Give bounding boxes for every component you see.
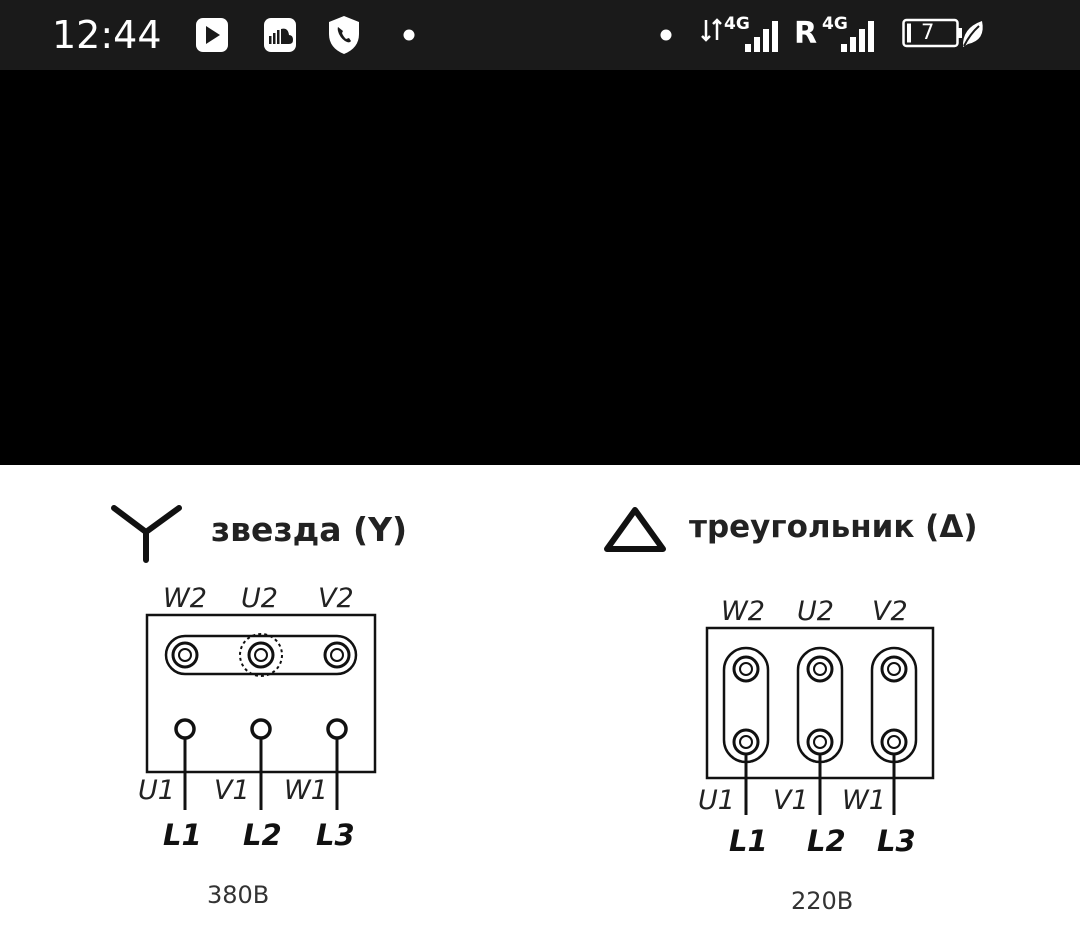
signal-icon [745, 21, 778, 52]
star-symbol-icon [111, 505, 182, 563]
delta-top-label-u2: U2 [797, 596, 834, 627]
star-title: звезда (Y) [211, 510, 407, 549]
star-jumper-bar [164, 634, 358, 676]
star-line-label-l2: L2 [243, 818, 282, 852]
star-line-label-l1: L1 [163, 818, 202, 852]
network-type-label: 4G [724, 14, 750, 34]
delta-bottom-label-u1: U1 [698, 785, 735, 816]
star-line-label-l3: L3 [316, 818, 355, 852]
delta-terminal-v1 [806, 728, 834, 815]
star-top-label-v2: V2 [318, 583, 354, 614]
delta-top-label-w2: W2 [721, 596, 765, 627]
star-bottom-label-v1: V1 [214, 775, 250, 806]
status-bar: 12:44 4G R 4G [0, 0, 1080, 70]
battery-icon [902, 18, 962, 48]
play-store-icon [196, 18, 228, 52]
dot-icon [660, 29, 672, 41]
delta-terminal-w2 [732, 655, 760, 683]
delta-line-label-l3: L3 [877, 824, 916, 858]
shield-phone-icon [329, 16, 359, 54]
star-terminal-u1 [174, 718, 196, 810]
data-arrows-icon [701, 18, 722, 42]
leaf-icon [962, 21, 983, 47]
delta-bottom-label-w1: W1 [842, 785, 886, 816]
star-bottom-label-w1: W1 [284, 775, 328, 806]
signal-icon [841, 21, 874, 52]
delta-bottom-label-v1: V1 [773, 785, 809, 816]
image-letterbox [0, 70, 1080, 465]
delta-jumper-1 [722, 646, 770, 764]
star-terminal-w2 [171, 641, 199, 669]
star-top-label-w2: W2 [163, 583, 207, 614]
star-voltage-label: 380В [207, 881, 269, 909]
delta-terminal-u2 [806, 655, 834, 683]
delta-line-label-l2: L2 [807, 824, 846, 858]
wiring-diagram-image: звезда (Y) W2 U2 V2 [0, 465, 1080, 941]
star-terminal-u2 [247, 641, 275, 669]
delta-jumper-3 [870, 646, 918, 764]
star-terminal-v1 [250, 718, 272, 810]
dot-icon [403, 29, 415, 41]
star-bottom-label-u1: U1 [138, 775, 175, 806]
roaming-indicator: R [794, 16, 818, 51]
star-terminal-v2 [323, 641, 351, 669]
clock: 12:44 [52, 13, 162, 57]
delta-terminal-v2 [880, 655, 908, 683]
star-terminal-w1 [326, 718, 348, 810]
star-connection-diagram: звезда (Y) W2 U2 V2 [111, 505, 407, 909]
delta-terminal-w1 [880, 728, 908, 815]
soundcloud-icon [264, 18, 296, 52]
delta-top-label-v2: V2 [872, 596, 908, 627]
delta-connection-diagram: треугольник (Δ) W2 U2 V2 [604, 507, 978, 915]
battery-level: 7 [921, 20, 935, 44]
network-type-label: 4G [822, 14, 848, 34]
delta-jumper-2 [796, 646, 844, 764]
delta-title: треугольник (Δ) [689, 509, 978, 545]
delta-voltage-label: 220В [791, 887, 853, 915]
delta-line-label-l1: L1 [729, 824, 768, 858]
motor-connection-diagram: звезда (Y) W2 U2 V2 [111, 505, 978, 915]
star-top-label-u2: U2 [241, 583, 278, 614]
delta-terminal-u1 [732, 728, 760, 815]
delta-symbol-icon [604, 507, 666, 552]
